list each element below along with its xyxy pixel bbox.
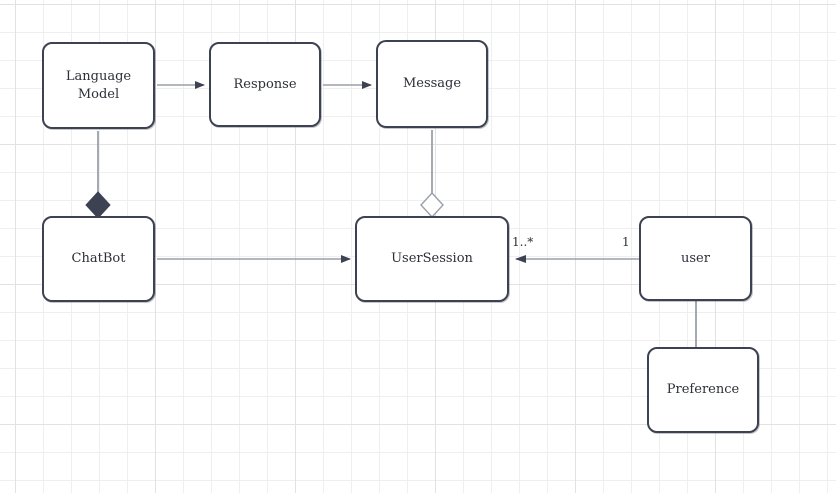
node-response-label: Response <box>233 76 297 92</box>
node-message[interactable]: Message <box>376 40 488 128</box>
node-chatbot[interactable]: ChatBot <box>42 216 155 302</box>
node-language-model-label: Language Model <box>65 68 132 102</box>
node-language-model[interactable]: Language Model <box>42 42 155 129</box>
node-message-label: Message <box>402 76 462 92</box>
node-user[interactable]: user <box>639 216 752 301</box>
node-preference-label: Preference <box>666 382 740 398</box>
node-chatbot-label: ChatBot <box>71 251 126 267</box>
edge-message-to-usersession <box>420 130 444 219</box>
node-usersession-label: UserSession <box>391 251 473 267</box>
hollow-diamond-marker <box>420 191 444 219</box>
node-response[interactable]: Response <box>209 42 321 127</box>
node-preference[interactable]: Preference <box>647 347 759 433</box>
filled-diamond-marker <box>85 191 111 219</box>
multiplicity-label-user: 1 <box>622 235 630 249</box>
edge-language-model-to-chatbot <box>85 131 111 219</box>
node-user-label: user <box>681 250 710 266</box>
multiplicity-label-usersession: 1..* <box>512 235 534 249</box>
node-usersession[interactable]: UserSession <box>355 216 509 302</box>
